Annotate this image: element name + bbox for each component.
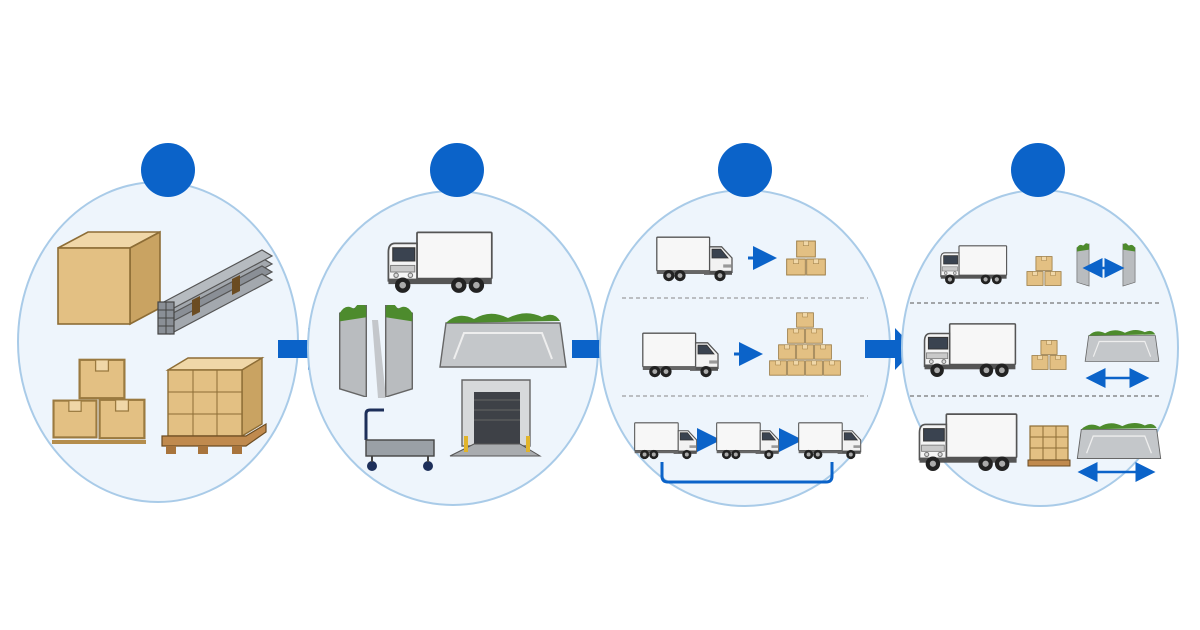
medium-truck-yard-access-row [923,323,1160,388]
step-badge [718,143,772,197]
stacked-boxes-icon [52,358,146,444]
step-badge [430,143,484,197]
small-truck-narrow-access-row [940,242,1136,287]
step-badge [1011,143,1065,197]
steel-bars-bundle-icon [157,249,274,335]
step-3-bubble [599,143,891,507]
bubble-outline [17,181,299,503]
multi-truck-route-row [634,422,862,484]
narrow-wall-right-icon [1122,242,1136,287]
step-badge [141,143,195,197]
pallet-load-icon [1027,425,1071,467]
narrow-wall-left-icon [1076,242,1090,287]
narrow-passage-icon [338,305,414,398]
truck-to-small-load-row [656,236,826,282]
step-2-bubble [307,143,599,506]
hand-trolley-icon [364,408,435,471]
loading-dock-icon [449,379,542,457]
step-4-bubble [901,143,1179,507]
palletized-boxes-icon [161,356,267,454]
large-cardboard-box-icon [57,230,161,326]
truck-to-large-load-row [642,312,841,378]
step-1-bubble [17,143,299,503]
large-truck-pallet-yard-row [918,413,1162,482]
route-bracket [660,462,834,484]
